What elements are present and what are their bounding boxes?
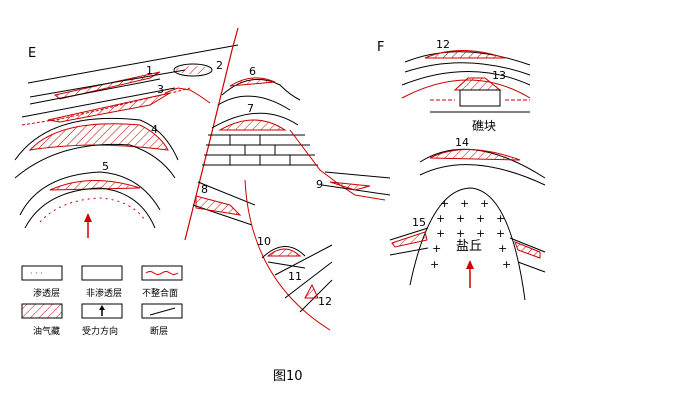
panel-label-f: F xyxy=(377,40,384,55)
trap-7-label: 7 xyxy=(247,102,254,115)
trap-15: 15 xyxy=(389,216,546,273)
legend-permeable-label: 渗透层 xyxy=(33,287,60,299)
svg-text:+: + xyxy=(496,212,505,225)
trap-12-f: 12 xyxy=(404,38,531,76)
figure-caption: 图10 xyxy=(273,369,303,384)
svg-text:+: + xyxy=(456,227,465,240)
svg-text:+: + xyxy=(430,258,439,271)
legend-unconformity-swatch xyxy=(141,265,183,281)
trap-8: 8 xyxy=(192,181,256,226)
trap-9-label: 9 xyxy=(316,178,323,191)
trap-12-label: 12 xyxy=(318,295,332,308)
svg-text:+: + xyxy=(480,197,489,210)
legend-force-swatch xyxy=(81,303,123,319)
panel-f: F 12 13 礁块 14 + xyxy=(377,38,546,301)
svg-text:+: + xyxy=(502,258,511,271)
svg-text:+: + xyxy=(496,227,505,240)
svg-text:+: + xyxy=(432,242,441,255)
svg-text:+: + xyxy=(498,242,507,255)
salt-dome: + + + + + + + + + + + + + + + 盐丘 xyxy=(409,187,526,301)
svg-text:+: + xyxy=(476,227,485,240)
reef-block-label: 礁块 xyxy=(472,118,496,133)
trap-13: 13 礁块 xyxy=(401,69,531,133)
trap-7: 7 xyxy=(202,102,318,166)
legend-fault-label: 断层 xyxy=(150,325,168,337)
trap-1: 1 xyxy=(27,44,239,105)
legend-impermeable-label: 非渗透层 xyxy=(86,287,122,299)
legend-oil-gas-label: 油气藏 xyxy=(33,325,60,337)
trap-2-label: 2 xyxy=(216,59,223,72)
legend-permeable-swatch xyxy=(21,265,63,281)
trap-6: 6 xyxy=(217,65,301,111)
trap-4: 4 xyxy=(14,117,179,179)
traps-10-12: 10 11 12 xyxy=(244,179,333,331)
svg-text:+: + xyxy=(476,212,485,225)
trap-1-label: 1 xyxy=(146,64,153,77)
trap-5: 5 xyxy=(19,160,161,238)
panel-e: E 1 2 3 4 xyxy=(14,27,391,337)
trap-5-label: 5 xyxy=(102,160,109,173)
fault-line-main xyxy=(184,27,239,241)
svg-text:+: + xyxy=(460,197,469,210)
trap-14: 14 xyxy=(419,136,546,186)
legend-unconformity-label: 不整合面 xyxy=(142,287,178,299)
trap-2: 2 xyxy=(173,59,223,77)
trap-6-label: 6 xyxy=(249,65,256,78)
legend: · · · 渗透层 非渗透层 不整合面 油气藏 受力方向 断层 xyxy=(21,265,183,337)
trap-13-label: 13 xyxy=(492,69,506,82)
trap-4-label: 4 xyxy=(151,123,158,136)
legend-impermeable-swatch xyxy=(81,265,123,281)
trap-14-label: 14 xyxy=(455,136,469,149)
trap-8-label: 8 xyxy=(201,183,208,196)
legend-force-label: 受力方向 xyxy=(82,325,118,337)
trap-3-label: 3 xyxy=(157,83,164,96)
svg-text:+: + xyxy=(436,212,445,225)
salt-dome-label: 盐丘 xyxy=(456,239,482,254)
legend-fault-swatch xyxy=(141,303,183,319)
trap-9: 9 xyxy=(289,129,391,201)
trap-10-label: 10 xyxy=(257,235,271,248)
trap-11-label: 11 xyxy=(288,270,302,283)
svg-text:+: + xyxy=(440,197,449,210)
panel-label-e: E xyxy=(28,46,36,61)
svg-text:· · ·: · · · xyxy=(30,269,43,278)
legend-oil-gas-swatch xyxy=(21,303,63,319)
trap-3: 3 xyxy=(21,83,211,126)
svg-text:+: + xyxy=(456,212,465,225)
svg-text:+: + xyxy=(436,227,445,240)
trap-12-f-label: 12 xyxy=(436,38,450,51)
trap-15-label: 15 xyxy=(412,216,426,229)
